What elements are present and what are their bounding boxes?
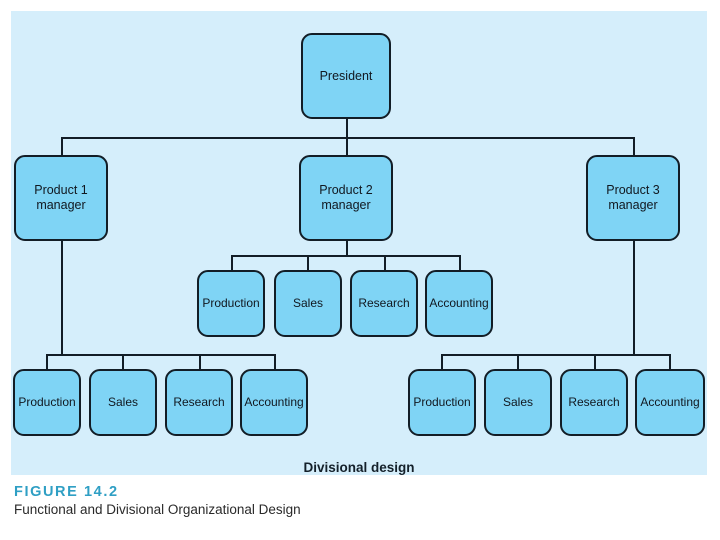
connector-product2-stem <box>346 240 348 255</box>
node-p3-production-label: Production <box>413 395 471 410</box>
node-p1-research[interactable]: Research <box>165 369 233 436</box>
connector-drop-product1 <box>61 137 63 156</box>
node-p2-sales-label: Sales <box>292 296 324 311</box>
connector-p1-fn2 <box>122 354 124 370</box>
node-p1-production[interactable]: Production <box>13 369 81 436</box>
node-p2-research[interactable]: Research <box>350 270 418 337</box>
node-p2-research-label: Research <box>358 296 410 311</box>
connector-p2-fn4 <box>459 255 461 271</box>
connector-p3-fn1 <box>441 354 443 370</box>
node-president[interactable]: President <box>301 33 391 119</box>
node-product-3-manager-label: Product 3 manager <box>606 183 660 212</box>
connector-p2-fn2 <box>307 255 309 271</box>
node-product-2-manager[interactable]: Product 2 manager <box>299 155 393 241</box>
connector-p1-fn1 <box>46 354 48 370</box>
node-p2-accounting[interactable]: Accounting <box>425 270 493 337</box>
node-p1-production-label: Production <box>18 395 76 410</box>
node-p3-research-label: Research <box>568 395 620 410</box>
connector-p3-fn3 <box>594 354 596 370</box>
node-p2-sales[interactable]: Sales <box>274 270 342 337</box>
node-p1-accounting-label: Accounting <box>244 395 304 410</box>
node-p3-sales[interactable]: Sales <box>484 369 552 436</box>
divisional-design-caption: Divisional design <box>303 460 415 475</box>
connector-p3-fn4 <box>669 354 671 370</box>
node-p3-accounting-label: Accounting <box>640 395 700 410</box>
connector-product3-stem <box>633 240 635 354</box>
node-p2-production-label: Production <box>202 296 260 311</box>
connector-p2-fn1 <box>231 255 233 271</box>
connector-p1-fn3 <box>199 354 201 370</box>
connector-product2-bus <box>231 255 461 257</box>
connector-p1-fn4 <box>274 354 276 370</box>
node-product-1-manager[interactable]: Product 1 manager <box>14 155 108 241</box>
org-chart-panel: President Product 1 manager Product 2 ma… <box>11 11 707 475</box>
node-p2-production[interactable]: Production <box>197 270 265 337</box>
connector-product1-stem <box>61 240 63 354</box>
connector-drop-product3 <box>633 137 635 156</box>
connector-p3-fn2 <box>517 354 519 370</box>
figure-title: Functional and Divisional Organizational… <box>14 502 301 517</box>
node-p1-research-label: Research <box>173 395 225 410</box>
connector-product3-bus <box>441 354 671 356</box>
connector-president-stem <box>346 118 348 137</box>
node-p3-sales-label: Sales <box>502 395 534 410</box>
connector-p2-fn3 <box>384 255 386 271</box>
connector-drop-product2 <box>346 137 348 156</box>
node-product-3-manager[interactable]: Product 3 manager <box>586 155 680 241</box>
node-president-label: President <box>319 68 373 83</box>
node-product-1-manager-label: Product 1 manager <box>34 183 88 212</box>
node-product-2-manager-label: Product 2 manager <box>319 183 373 212</box>
connector-product1-bus <box>46 354 276 356</box>
node-p3-research[interactable]: Research <box>560 369 628 436</box>
figure-number: FIGURE 14.2 <box>14 484 119 500</box>
node-p3-accounting[interactable]: Accounting <box>635 369 705 436</box>
node-p1-accounting[interactable]: Accounting <box>240 369 308 436</box>
node-p1-sales[interactable]: Sales <box>89 369 157 436</box>
node-p2-accounting-label: Accounting <box>429 296 489 311</box>
figure-caption-block: FIGURE 14.2 Functional and Divisional Or… <box>14 484 704 517</box>
connector-top-bus <box>61 137 635 139</box>
node-p1-sales-label: Sales <box>107 395 139 410</box>
node-p3-production[interactable]: Production <box>408 369 476 436</box>
